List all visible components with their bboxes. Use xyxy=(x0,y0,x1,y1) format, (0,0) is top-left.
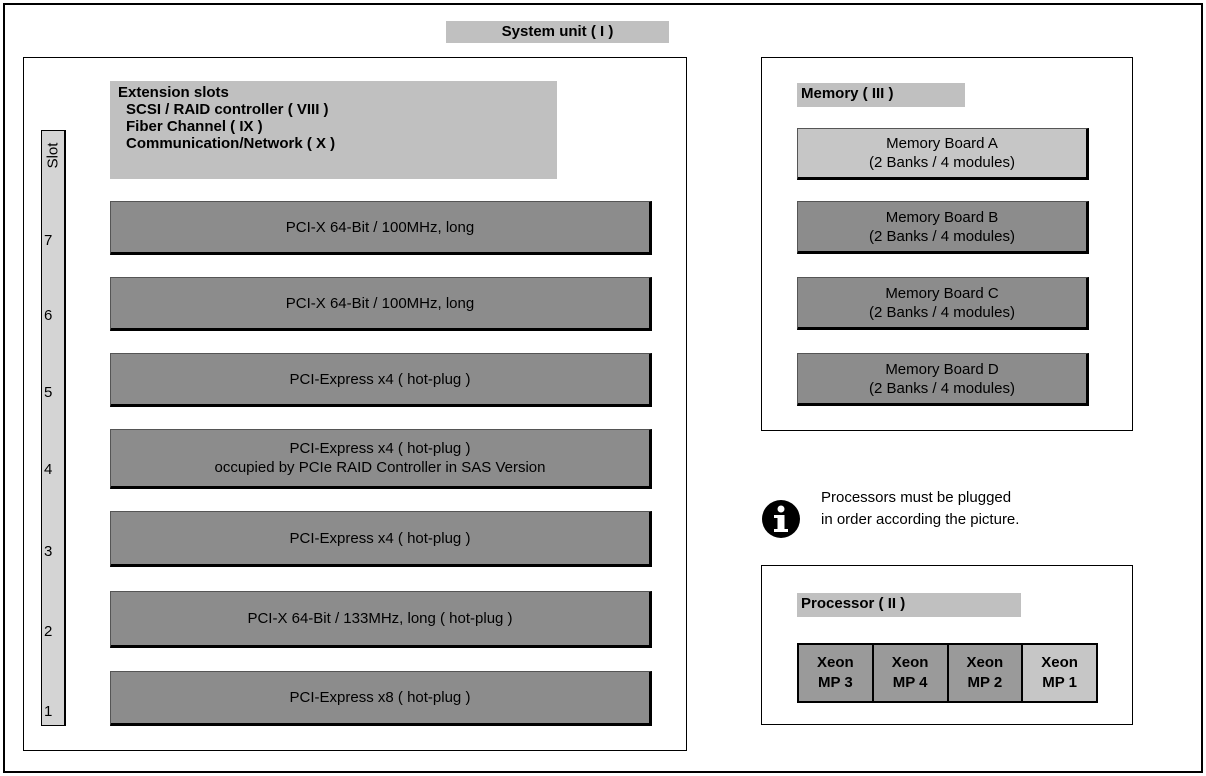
cpu-4-line2: MP 4 xyxy=(892,674,928,691)
pci-slot-5-label: PCI-Express x4 ( hot-plug ) xyxy=(289,370,471,388)
info-icon xyxy=(762,500,800,538)
pci-slot-1-card: PCI-Express x8 ( hot-plug ) xyxy=(110,671,652,726)
cpu-2-line2: MP 2 xyxy=(967,674,1003,691)
memory-board-c: Memory Board C (2 Banks / 4 modules) xyxy=(797,277,1089,330)
processor-label: Processor ( II ) xyxy=(797,593,1021,617)
memory-board-b-detail: (2 Banks / 4 modules) xyxy=(869,227,1015,245)
cpu-socket-xeon-mp-1: Xeon MP 1 xyxy=(1023,645,1096,701)
system-unit-frame xyxy=(3,3,1203,773)
pci-slot-7-card: PCI-X 64-Bit / 100MHz, long xyxy=(110,201,652,255)
pci-slot-7-label: PCI-X 64-Bit / 100MHz, long xyxy=(285,218,475,236)
system-unit-title: System unit ( I ) xyxy=(446,21,669,43)
memory-board-a-name: Memory Board A xyxy=(886,135,998,152)
processor-order-note: Processors must be plugged in order acco… xyxy=(821,487,1121,531)
slot-number-7: 7 xyxy=(44,232,53,249)
memory-board-d-detail: (2 Banks / 4 modules) xyxy=(869,379,1015,397)
cpu-socket-xeon-mp-4: Xeon MP 4 xyxy=(873,645,949,701)
extension-line-scsi: SCSI / RAID controller ( VIII ) xyxy=(126,101,329,118)
memory-board-c-name: Memory Board C xyxy=(885,284,999,302)
memory-board-b-name: Memory Board B xyxy=(885,208,999,226)
cpu-1-line1: Xeon xyxy=(1041,654,1078,671)
cpu-4-line1: Xeon xyxy=(891,654,929,671)
pci-slot-4-label: PCI-Express x4 ( hot-plug ) xyxy=(289,440,471,457)
pci-slot-3-label: PCI-Express x4 ( hot-plug ) xyxy=(289,529,471,547)
cpu-3-line1: Xeon xyxy=(817,654,854,671)
pci-slot-6-label: PCI-X 64-Bit / 100MHz, long xyxy=(285,294,475,312)
note-line-2: in order according the picture. xyxy=(821,511,1020,528)
note-line-1: Processors must be plugged xyxy=(821,489,1012,506)
pci-slot-4-card: PCI-Express x4 ( hot-plug ) occupied by … xyxy=(110,429,652,489)
slot-number-3: 3 xyxy=(44,543,53,560)
slot-number-2: 2 xyxy=(44,623,53,640)
pci-slot-5-card: PCI-Express x4 ( hot-plug ) xyxy=(110,353,652,407)
memory-label: Memory ( III ) xyxy=(797,83,965,107)
slot-number-5: 5 xyxy=(44,384,53,401)
slot-number-6: 6 xyxy=(44,307,53,324)
pci-slot-2-label: PCI-X 64-Bit / 133MHz, long ( hot-plug ) xyxy=(247,610,513,627)
extension-line-fiber: Fiber Channel ( IX ) xyxy=(126,118,263,135)
cpu-socket-xeon-mp-3: Xeon MP 3 xyxy=(799,645,874,701)
slot-number-1: 1 xyxy=(44,703,53,720)
cpu-2-line1: Xeon xyxy=(966,654,1004,671)
cpu-socket-xeon-mp-2: Xeon MP 2 xyxy=(948,645,1024,701)
extension-slots-header: Extension slots SCSI / RAID controller (… xyxy=(110,81,557,179)
extension-line-network: Communication/Network ( X ) xyxy=(126,135,336,152)
memory-board-d-name: Memory Board D xyxy=(885,360,999,378)
memory-board-c-detail: (2 Banks / 4 modules) xyxy=(869,303,1015,321)
pci-slot-6-card: PCI-X 64-Bit / 100MHz, long xyxy=(110,277,652,331)
slot-rail-label: Slot xyxy=(44,142,62,168)
processor-sockets: Xeon MP 3 Xeon MP 4 Xeon MP 2 Xeon MP 1 xyxy=(797,643,1098,703)
memory-board-a: Memory Board A (2 Banks / 4 modules) xyxy=(797,128,1089,180)
cpu-3-line2: MP 3 xyxy=(818,674,853,691)
memory-board-a-detail: (2 Banks / 4 modules) xyxy=(869,154,1015,171)
cpu-1-line2: MP 1 xyxy=(1042,674,1077,691)
pci-slot-2-card: PCI-X 64-Bit / 133MHz, long ( hot-plug ) xyxy=(110,591,652,648)
pci-slot-4-note: occupied by PCIe RAID Controller in SAS … xyxy=(214,459,546,476)
extension-slots-heading: Extension slots xyxy=(118,84,229,101)
memory-board-d: Memory Board D (2 Banks / 4 modules) xyxy=(797,353,1089,406)
slot-number-4: 4 xyxy=(44,461,53,478)
slot-rail xyxy=(41,130,66,726)
pci-slot-3-card: PCI-Express x4 ( hot-plug ) xyxy=(110,511,652,567)
memory-board-b: Memory Board B (2 Banks / 4 modules) xyxy=(797,201,1089,254)
pci-slot-1-label: PCI-Express x8 ( hot-plug ) xyxy=(289,689,471,706)
